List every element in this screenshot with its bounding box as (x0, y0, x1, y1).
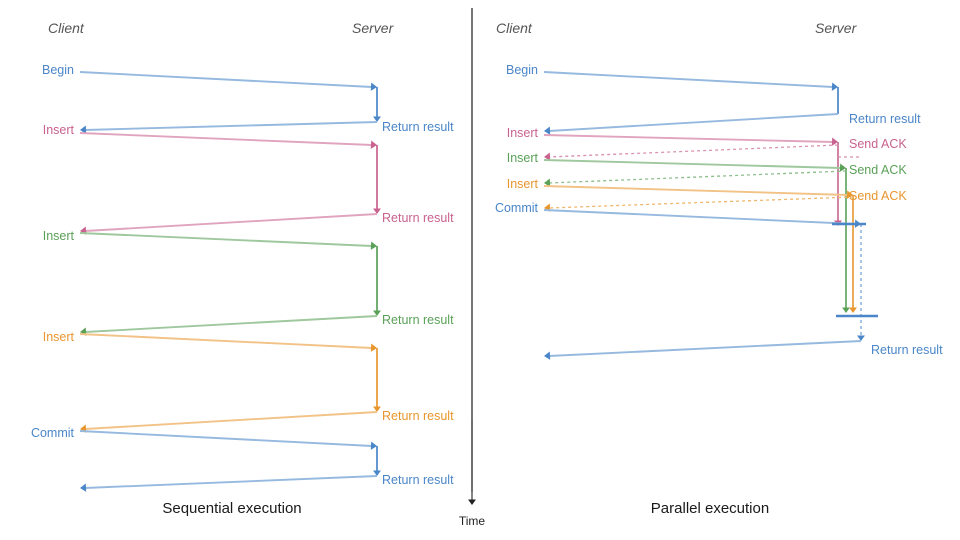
par-insert-2-ack-arrow-icon (544, 178, 551, 187)
seq-commit-request-label: Commit (30, 425, 74, 440)
seq-begin-response-arrow-icon (80, 125, 87, 134)
seq-begin-request-arrow-icon (370, 82, 377, 91)
par-insert-2-response-label: Send ACK (849, 162, 907, 177)
par-insert-2-worker-arrow-icon (842, 307, 850, 313)
par-insert-1-ack-arrow-icon (544, 152, 551, 161)
seq-begin-response-line (84, 121, 378, 131)
par-insert-1-request-line (543, 134, 834, 143)
seq-commit-hold-arrow-icon (373, 470, 381, 476)
par-commit-request-line (543, 209, 857, 225)
seq-begin-request-line (79, 71, 373, 88)
par-insert-2-request-arrow-icon (839, 163, 846, 172)
par-insert-1-response-label: Send ACK (849, 136, 907, 151)
par-commit-request-label: Commit (494, 200, 538, 215)
seq-insert-3-request-arrow-icon (370, 343, 377, 352)
seq-insert-3-request-label: Insert (42, 329, 74, 344)
par-begin-response-arrow-icon (544, 126, 551, 135)
seq-insert-2-response-line (84, 315, 378, 333)
par-commit-response-line (548, 340, 862, 357)
par-insert-1-ack-line (548, 144, 839, 158)
seq-commit-request-arrow-icon (370, 441, 377, 450)
par-commit-response-arrow-icon (544, 351, 551, 360)
par-commit-response-label: Return result (871, 342, 943, 357)
seq-insert-3-response-label: Return result (382, 408, 454, 423)
seq-insert-1-request-arrow-icon (370, 140, 377, 149)
seq-insert-1-hold-arrow-icon (373, 208, 381, 214)
par-insert-2-request-line (543, 159, 842, 169)
panel-parallel-server-lane-title: Server (815, 20, 857, 36)
panel-parallel-client-lane-title: Client (496, 20, 532, 36)
seq-insert-2-response-label: Return result (382, 312, 454, 327)
seq-insert-2-request-arrow-icon (370, 241, 377, 250)
seq-insert-1-request-label: Insert (42, 122, 74, 137)
par-insert-3-request-line (543, 185, 849, 196)
seq-insert-3-request-line (79, 333, 373, 349)
seq-begin-request-label: Begin (42, 62, 74, 77)
seq-insert-1-response-label: Return result (382, 210, 454, 225)
par-insert-1-request-arrow-icon (831, 137, 838, 146)
par-insert-2-request-label: Insert (506, 150, 538, 165)
seq-commit-request-line (79, 430, 373, 447)
seq-insert-3-response-line (84, 411, 378, 430)
seq-begin-hold-arrow-icon (373, 116, 381, 122)
par-insert-3-response-label: Send ACK (849, 188, 907, 203)
panel-sequential-caption: Sequential execution (162, 500, 302, 517)
par-commit-hold-arrow-icon (857, 335, 865, 341)
panel-parallel-caption: Parallel execution (650, 500, 770, 517)
par-begin-request-label: Begin (506, 62, 538, 77)
par-begin-response-line (548, 113, 839, 132)
par-insert-3-request-label: Insert (506, 176, 538, 191)
seq-insert-2-request-label: Insert (42, 228, 74, 243)
seq-commit-response-label: Return result (382, 472, 454, 487)
seq-begin-response-label: Return result (382, 119, 454, 134)
par-begin-request-line (543, 71, 834, 88)
seq-insert-1-request-line (79, 132, 373, 146)
panel-sequential-server-lane-title: Server (352, 20, 394, 36)
par-insert-2-ack-line (548, 170, 847, 184)
par-insert-1-request-label: Insert (506, 125, 538, 140)
time-axis-arrow-icon (468, 499, 476, 505)
seq-insert-2-hold-arrow-icon (373, 310, 381, 316)
panel-sequential-client-lane-title: Client (48, 20, 84, 36)
seq-insert-1-response-line (84, 213, 378, 232)
par-insert-3-request-arrow-icon (846, 190, 853, 199)
par-insert-3-ack-line (548, 196, 854, 209)
par-begin-request-arrow-icon (831, 82, 838, 91)
seq-insert-3-hold-arrow-icon (373, 406, 381, 412)
seq-commit-response-line (84, 475, 378, 489)
seq-commit-response-arrow-icon (80, 483, 87, 492)
time-axis-label: Time (458, 514, 486, 528)
par-insert-3-worker-arrow-icon (849, 307, 857, 313)
par-begin-response-label: Return result (849, 111, 921, 126)
seq-insert-2-request-line (79, 232, 373, 247)
